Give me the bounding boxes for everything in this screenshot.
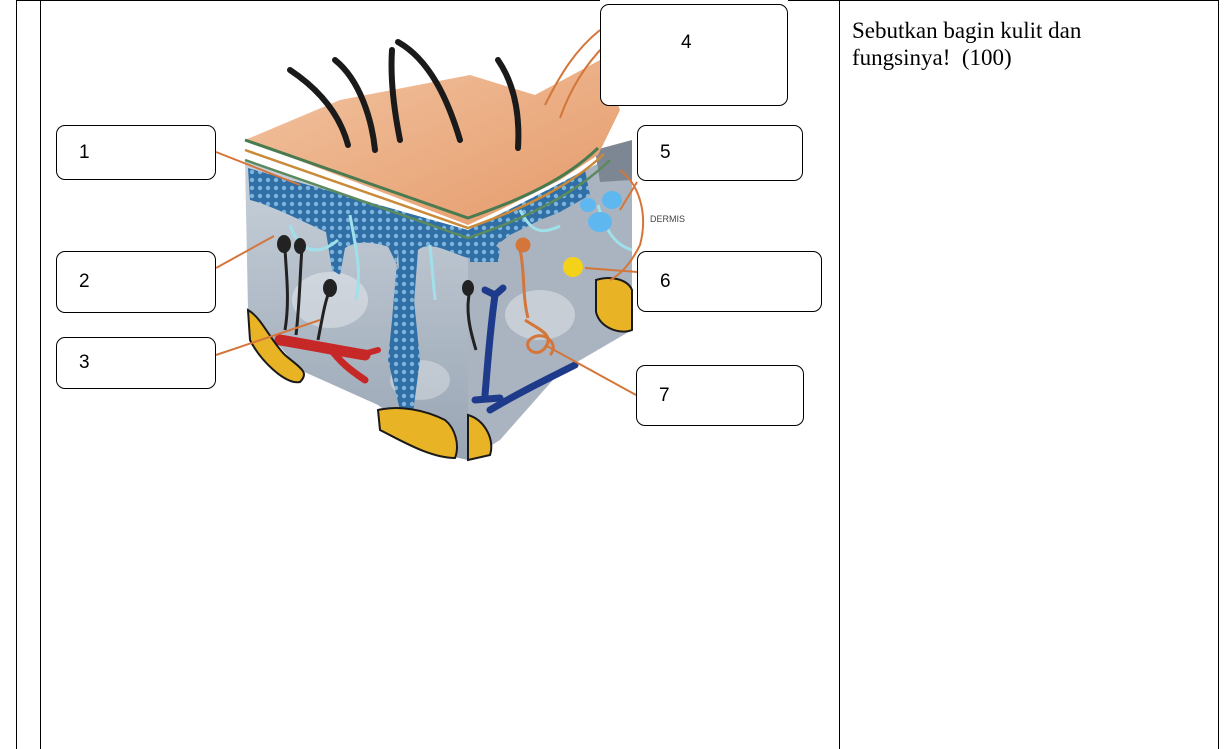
label-box-5[interactable]: 5 [637, 125, 803, 181]
label-box-1[interactable]: 1 [56, 125, 216, 180]
label-number-3: 3 [79, 352, 90, 374]
label-number-5: 5 [660, 142, 671, 164]
label-box-4[interactable]: 4 [600, 4, 788, 106]
label-number-6: 6 [660, 271, 671, 293]
label-number-2: 2 [79, 271, 90, 293]
label-number-7: 7 [659, 385, 670, 407]
label-number-4: 4 [681, 32, 692, 54]
question-text: Sebutkan bagin kulit dan fungsinya! (100… [852, 17, 1212, 71]
dermis-text: DERMIS [650, 214, 685, 224]
label-box-2[interactable]: 2 [56, 251, 216, 313]
label-box-3[interactable]: 3 [56, 337, 216, 389]
label-box-7[interactable]: 7 [636, 365, 804, 426]
label-box-6[interactable]: 6 [637, 251, 822, 312]
label-number-1: 1 [79, 142, 90, 164]
question-line-2: fungsinya! (100) [852, 44, 1212, 71]
question-line-1: Sebutkan bagin kulit dan [852, 17, 1212, 44]
